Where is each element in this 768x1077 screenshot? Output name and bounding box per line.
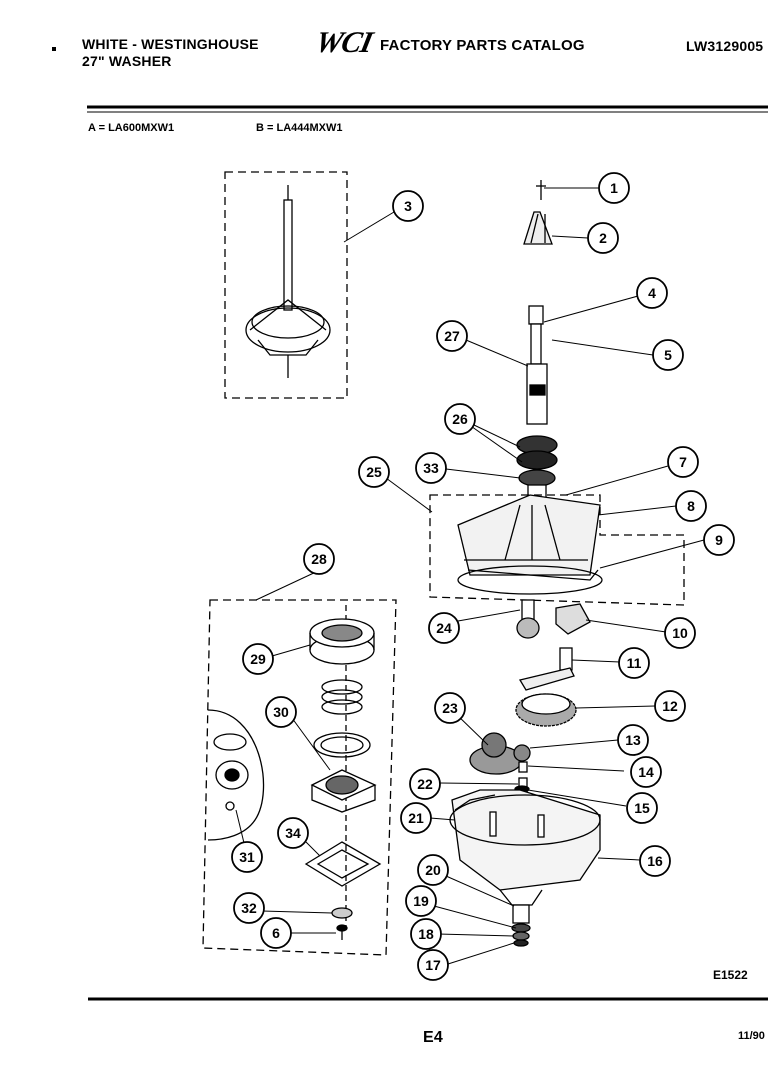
svg-text:12: 12: [662, 698, 678, 714]
svg-text:9: 9: [715, 532, 723, 548]
svg-text:23: 23: [442, 700, 458, 716]
part-17-20: [511, 904, 531, 947]
callout-13: 13: [617, 724, 649, 756]
svg-text:22: 22: [417, 776, 433, 792]
callout-2: 2: [587, 222, 619, 254]
callout-15: 15: [626, 792, 658, 824]
callout-22: 22: [409, 768, 441, 800]
part-12-gear: [515, 693, 577, 727]
svg-text:19: 19: [413, 893, 429, 909]
svg-text:33: 33: [423, 460, 439, 476]
callout-8: 8: [675, 490, 707, 522]
svg-text:29: 29: [250, 651, 266, 667]
callout-33: 33: [415, 452, 447, 484]
svg-text:7: 7: [679, 454, 687, 470]
callout-19: 19: [405, 885, 437, 917]
callout-30: 30: [265, 696, 297, 728]
header-rules: [87, 105, 768, 1001]
callout-28: 28: [303, 543, 335, 575]
diagram-code: E1522: [713, 968, 748, 982]
part-3-assembly: [224, 171, 348, 399]
callout-18: 18: [410, 918, 442, 950]
svg-text:4: 4: [648, 285, 656, 301]
callout-25: 25: [358, 456, 390, 488]
svg-text:5: 5: [664, 347, 672, 363]
callout-23: 23: [434, 692, 466, 724]
svg-text:25: 25: [366, 464, 382, 480]
svg-text:20: 20: [425, 862, 441, 878]
svg-text:15: 15: [634, 800, 650, 816]
callout-3: 3: [392, 190, 424, 222]
part-24-10: [516, 599, 591, 639]
svg-text:30: 30: [273, 704, 289, 720]
svg-text:11: 11: [627, 655, 642, 671]
svg-text:27: 27: [444, 328, 460, 344]
leader-lines: [235, 187, 705, 965]
part-11-crank: [518, 647, 575, 691]
callout-29: 29: [242, 643, 274, 675]
callout-1: 1: [598, 172, 630, 204]
svg-text:34: 34: [285, 825, 301, 841]
callout-21: 21: [400, 802, 432, 834]
main-shaft: [516, 305, 558, 506]
svg-text:28: 28: [311, 551, 327, 567]
brand-line-2: 27" WASHER: [82, 53, 172, 69]
model-b-label: B = LA444MXW1: [256, 122, 343, 134]
svg-text:16: 16: [647, 853, 663, 869]
part-31-inset: [207, 709, 265, 841]
callout-12: 12: [654, 690, 686, 722]
callout-9: 9: [703, 524, 735, 556]
brand-line-1: WHITE - WESTINGHOUSE: [82, 36, 259, 52]
svg-text:31: 31: [239, 849, 255, 865]
svg-text:14: 14: [638, 764, 654, 780]
svg-text:1: 1: [610, 180, 618, 196]
page-number: E4: [423, 1029, 443, 1046]
svg-text:2: 2: [599, 230, 607, 246]
callout-32: 32: [233, 892, 265, 924]
svg-text:10: 10: [672, 625, 688, 641]
callouts: 1 2 3 4 5 27 26 33 7 25 8 9 28 24 10 29 …: [231, 172, 735, 981]
callout-24: 24: [428, 612, 460, 644]
model-a-label: A = LA600MXW1: [88, 122, 175, 134]
callout-27: 27: [436, 320, 468, 352]
callout-5: 5: [652, 339, 684, 371]
part-1-2-cap: [523, 180, 553, 245]
callout-6: 6: [260, 917, 292, 949]
part-25-gearcase-cover: [429, 494, 685, 606]
svg-text:18: 18: [418, 926, 434, 942]
svg-text:26: 26: [452, 411, 468, 427]
print-date: 11/90: [738, 1030, 765, 1042]
callout-10: 10: [664, 617, 696, 649]
svg-text:8: 8: [687, 498, 695, 514]
svg-text:3: 3: [404, 198, 412, 214]
svg-text:24: 24: [436, 620, 452, 636]
svg-text:32: 32: [241, 900, 257, 916]
callout-16: 16: [639, 845, 671, 877]
svg-text:17: 17: [425, 957, 441, 973]
callout-26: 26: [444, 403, 476, 435]
part-28-kit: [202, 599, 397, 956]
svg-text:13: 13: [625, 732, 641, 748]
callout-31: 31: [231, 841, 263, 873]
svg-text:21: 21: [408, 810, 424, 826]
catalog-code: LW3129005: [686, 38, 764, 54]
part-23-pinion: [469, 732, 523, 775]
left-dot: [52, 47, 56, 51]
callout-7: 7: [667, 446, 699, 478]
svg-text:6: 6: [272, 925, 280, 941]
callout-34: 34: [277, 817, 309, 849]
callout-20: 20: [417, 854, 449, 886]
catalog-title: FACTORY PARTS CATALOG: [380, 37, 585, 54]
callout-14: 14: [630, 756, 662, 788]
callout-17: 17: [417, 949, 449, 981]
callout-4: 4: [636, 277, 668, 309]
callout-11: 11: [618, 647, 650, 679]
